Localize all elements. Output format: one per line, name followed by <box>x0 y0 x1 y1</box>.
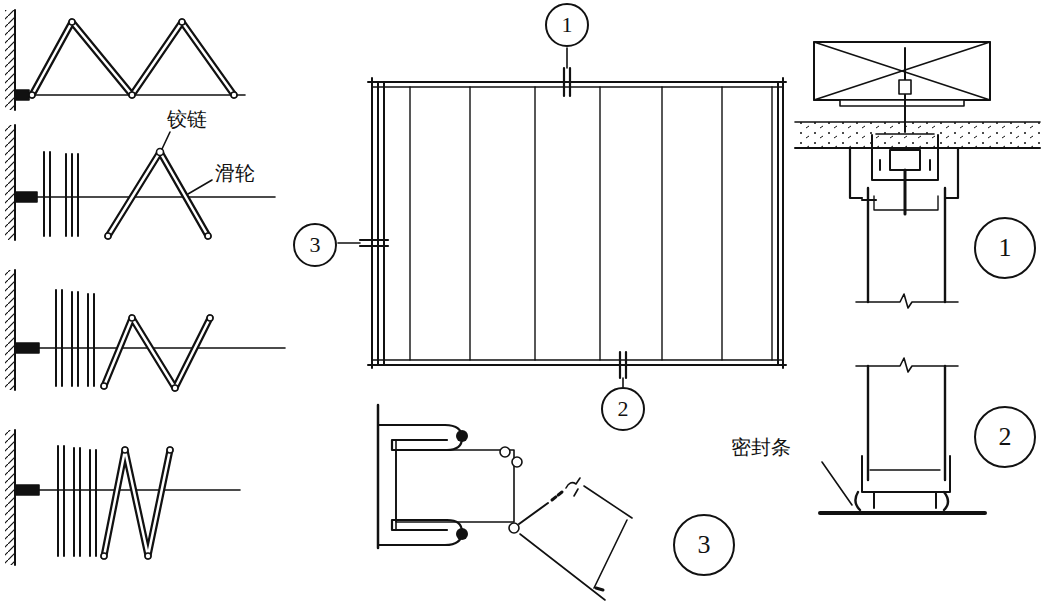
plan-view-open <box>5 10 245 110</box>
part-label: 铰链 <box>166 108 208 130</box>
callout-number: 2 <box>999 424 1012 450</box>
door-elevation <box>338 48 786 387</box>
callout-number: 2 <box>618 398 629 420</box>
section-callout: 3 <box>293 223 337 267</box>
part-label: 滑轮 <box>214 162 256 184</box>
detail-callout: 2 <box>974 406 1036 468</box>
detail-callout: 3 <box>673 514 735 576</box>
callout-number: 1 <box>999 235 1012 261</box>
bottom-seal-detail <box>820 358 985 513</box>
jamb-detail <box>378 405 632 600</box>
detail-callout: 1 <box>974 217 1036 279</box>
part-label: 密封条 <box>730 436 792 458</box>
callout-number: 1 <box>562 14 573 36</box>
callout-number: 3 <box>698 532 711 558</box>
section-callout: 1 <box>545 3 589 47</box>
plan-view-closed <box>5 430 240 565</box>
callout-number: 3 <box>310 234 321 256</box>
plan-view-folding <box>5 270 285 391</box>
head-track-detail <box>795 42 1040 308</box>
plan-view-partly-folded <box>5 125 275 240</box>
section-callout: 2 <box>601 387 645 431</box>
